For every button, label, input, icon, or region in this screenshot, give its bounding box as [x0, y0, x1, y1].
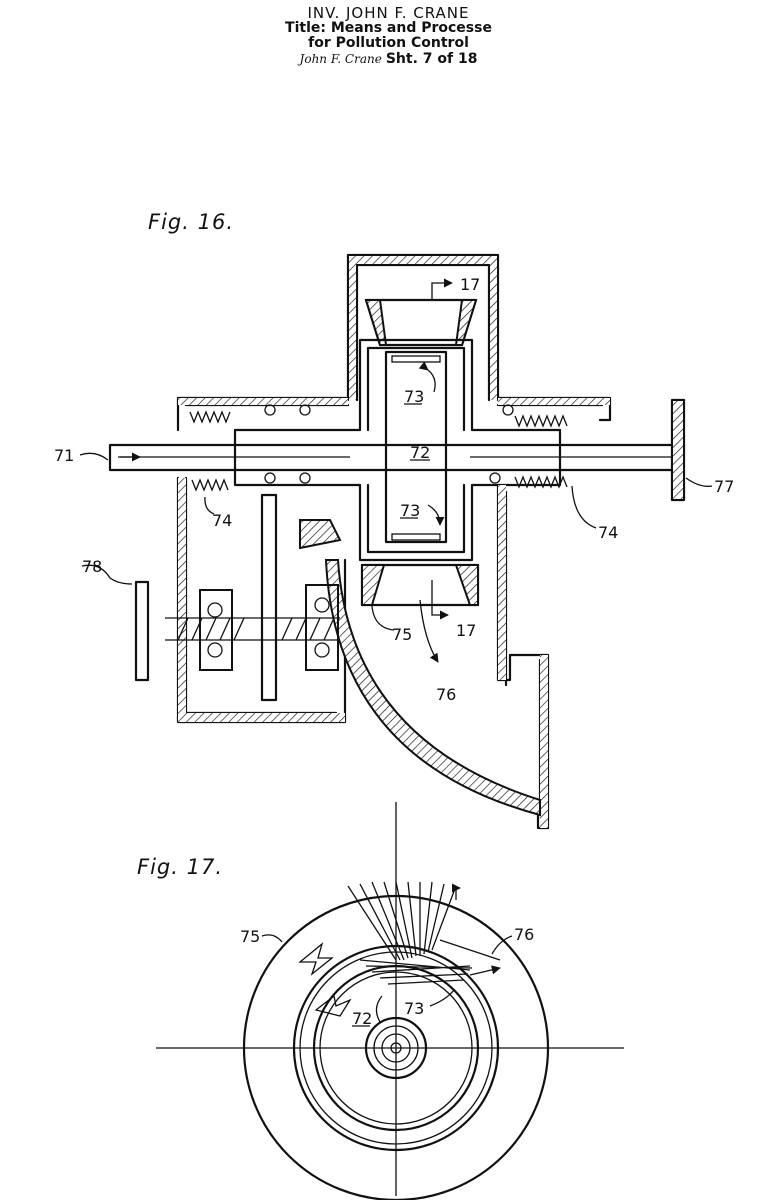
- signature: John F. Crane: [299, 52, 382, 66]
- fig17-label-76: 76: [514, 925, 534, 944]
- cavity-73: [384, 350, 448, 544]
- rotor-body: [233, 338, 562, 562]
- shaft: [108, 443, 685, 472]
- label-17-bottom: 17: [456, 621, 476, 640]
- label-17-top: 17: [460, 275, 480, 294]
- outer-housing-75: [242, 894, 550, 1200]
- spring-right-top: [514, 414, 568, 428]
- label-78: 78: [82, 557, 102, 576]
- rotor-hub-72: [364, 1016, 428, 1080]
- fig16-title: Fig. 16.: [148, 210, 234, 234]
- fig17-label-73: 73: [404, 999, 424, 1018]
- bearing-group: [207, 404, 514, 658]
- fig17-label-72: 72: [352, 1009, 372, 1028]
- worm-gear: [165, 617, 340, 641]
- upper-housing: [346, 253, 500, 402]
- label-73-upper: 73: [404, 387, 424, 406]
- spring-left-top: [189, 410, 231, 424]
- title-line-2: for Pollution Control: [308, 35, 469, 51]
- label-75: 75: [392, 625, 412, 644]
- title-line-1: Title: Means and Processe: [285, 20, 492, 36]
- fig17-label-75: 75: [240, 927, 260, 946]
- inventor-line: INV. JOHN F. CRANE: [307, 4, 470, 22]
- label-77: 77: [714, 477, 734, 496]
- worm-shaft: [260, 493, 278, 702]
- spray-fan-76: [347, 882, 501, 985]
- label-74-left: 74: [212, 511, 232, 530]
- spring-right-bottom: [514, 475, 568, 489]
- spring-left-bottom: [191, 478, 229, 492]
- handwheel-78: [134, 580, 150, 682]
- label-71: 71: [54, 446, 74, 465]
- flange-77: [670, 398, 686, 502]
- fig17-title: Fig. 17.: [137, 855, 223, 879]
- sheet-number: Sht. 7 of 18: [385, 51, 478, 67]
- fig16-section-view: 17 73 73: [54, 253, 734, 830]
- label-73-lower: 73: [400, 501, 420, 520]
- discharge-duct: [324, 559, 541, 817]
- label-74-right: 74: [598, 523, 618, 542]
- label-72: 72: [410, 443, 430, 462]
- label-76: 76: [436, 685, 456, 704]
- fig17-plan-view: 75 76 73 72: [156, 802, 624, 1200]
